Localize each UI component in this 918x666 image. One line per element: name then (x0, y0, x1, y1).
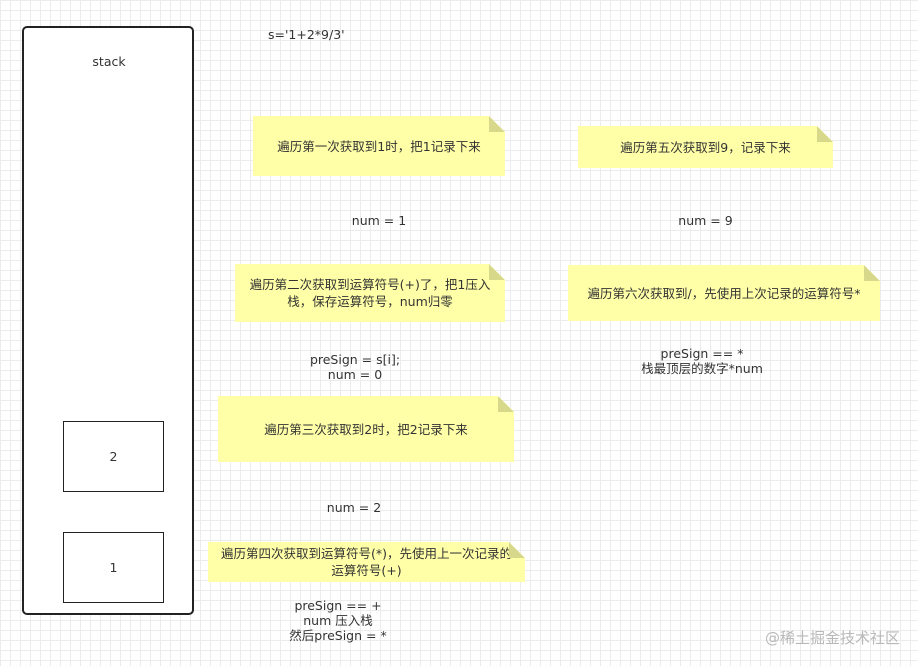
note-step-2-text: 遍历第二次获取到运算符号(+)了，把1压入栈，保存运算符号，num归零 (249, 277, 491, 309)
watermark: @稀土掘金技术社区 (764, 629, 900, 647)
state-step-4-line-1: preSign == + (294, 598, 382, 613)
state-step-3-line-1: num = 2 (326, 500, 382, 515)
state-step-6-line-2: 栈最顶层的数字*num (641, 361, 763, 376)
note-step-4-text: 遍历第四次获取到运算符号(*)，先使用上一次记录的运算符号(+) (220, 546, 512, 578)
note-fold-icon (489, 116, 505, 132)
note-step-2: 遍历第二次获取到运算符号(+)了，把1压入栈，保存运算符号，num归零 (235, 264, 505, 322)
note-fold-icon (817, 126, 833, 142)
state-step-4: preSign == + num 压入栈 然后preSign = * (208, 598, 468, 643)
state-step-4-line-2: num 压入栈 (303, 613, 373, 628)
stack-cell-bottom: 1 (63, 532, 164, 603)
state-step-1-line-1: num = 1 (351, 213, 407, 228)
state-step-4-line-3: 然后preSign = * (289, 628, 387, 643)
stack-container (22, 26, 194, 615)
note-step-4: 遍历第四次获取到运算符号(*)，先使用上一次记录的运算符号(+) (208, 542, 525, 582)
note-fold-icon (864, 265, 880, 281)
state-step-1: num = 1 (253, 213, 505, 228)
note-step-1: 遍历第一次获取到1时，把1记录下来 (253, 116, 505, 176)
note-step-6: 遍历第六次获取到/，先使用上次记录的运算符号* (568, 265, 880, 321)
note-fold-icon (489, 264, 505, 280)
note-step-3-text: 遍历第三次获取到2时，把2记录下来 (264, 421, 468, 437)
note-fold-icon (509, 542, 525, 558)
note-step-6-text: 遍历第六次获取到/，先使用上次记录的运算符号* (587, 285, 861, 301)
stack-cell-top-value: 2 (109, 449, 118, 464)
state-step-5: num = 9 (578, 213, 833, 228)
state-step-5-line-1: num = 9 (678, 213, 733, 228)
state-step-6: preSign == * 栈最顶层的数字*num (568, 346, 836, 376)
stack-cell-bottom-value: 1 (109, 560, 118, 575)
note-step-5-text: 遍历第五次获取到9，记录下来 (620, 139, 791, 155)
stack-title: stack (92, 54, 126, 69)
state-step-2-line-2: num = 0 (327, 367, 383, 382)
state-step-2-line-1: preSign = s[i]; (309, 352, 401, 367)
state-step-3: num = 2 (218, 500, 490, 515)
expression-label: s='1+2*9/3' (268, 27, 345, 42)
state-step-2: preSign = s[i]; num = 0 (235, 352, 475, 382)
stack-cell-top: 2 (63, 421, 164, 492)
note-step-1-text: 遍历第一次获取到1时，把1记录下来 (277, 138, 481, 154)
note-step-3: 遍历第三次获取到2时，把2记录下来 (218, 396, 514, 462)
note-step-5: 遍历第五次获取到9，记录下来 (578, 126, 833, 168)
note-fold-icon (498, 396, 514, 412)
state-step-6-line-1: preSign == * (660, 346, 744, 361)
